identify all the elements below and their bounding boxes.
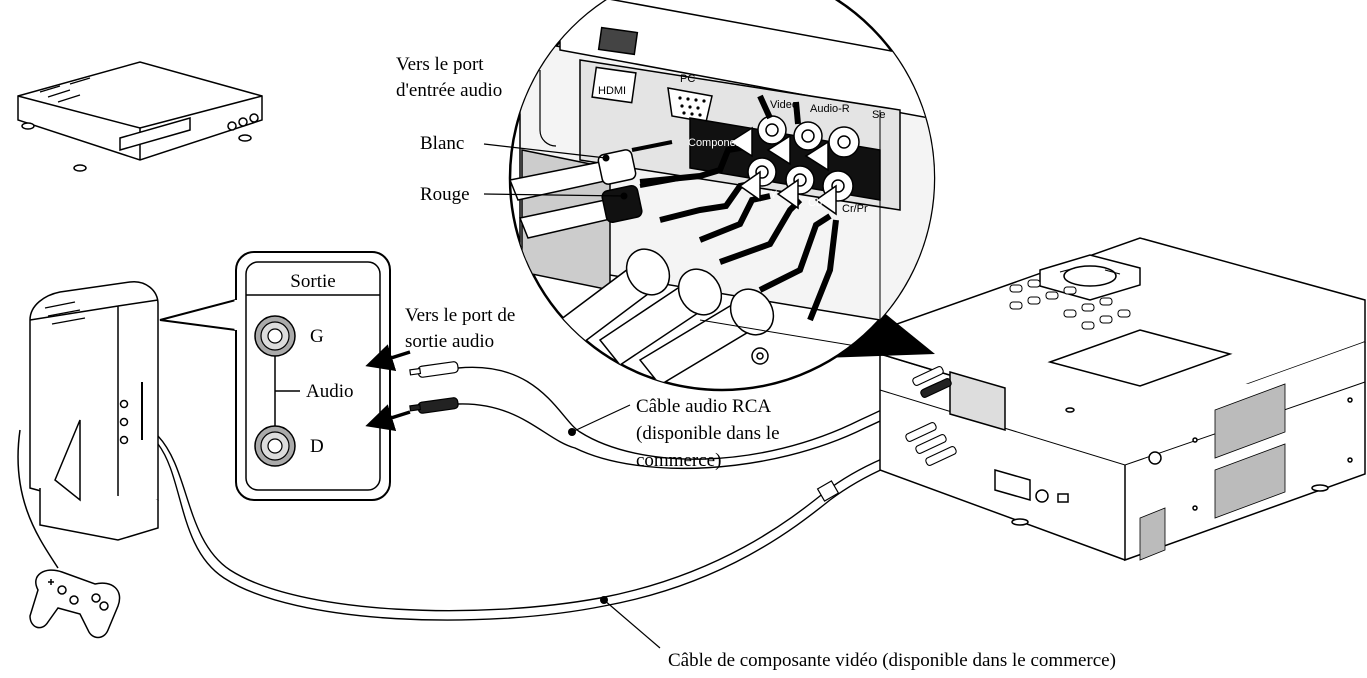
rca-cable-label-line3: commerce) <box>636 450 721 471</box>
port-label-component: Component <box>688 137 745 149</box>
output-port-label-line1: Vers le port de <box>405 305 515 326</box>
red-label: Rouge <box>420 184 470 205</box>
right-audio-jack-icon <box>254 425 296 467</box>
arrow-to-right-output <box>365 404 411 432</box>
port-label-pc: PC <box>680 73 695 85</box>
port-label-cr: Cr/Pr <box>842 203 868 215</box>
port-label-audio-r: Audio-R <box>810 103 850 115</box>
audio-output-callout: Sortie G D Audio <box>159 251 391 501</box>
port-label-video: Video <box>770 99 798 111</box>
right-channel-label: D <box>310 436 324 457</box>
port-label-service: Se <box>872 109 885 121</box>
rca-plug-red-icon <box>409 397 459 414</box>
game-console-icon <box>29 281 159 541</box>
projector-icon <box>879 237 1366 562</box>
input-port-label-line1: Vers le port <box>396 54 484 75</box>
audio-label: Audio <box>306 381 354 402</box>
rca-cable-label-line2: (disponible dans le <box>636 423 780 444</box>
output-port-label-line2: sortie audio <box>405 331 494 352</box>
component-video-cable <box>157 434 956 621</box>
input-port-label-line2: d'entrée audio <box>396 80 502 101</box>
white-leader-line <box>483 143 607 159</box>
arrow-to-left-output <box>365 344 411 372</box>
port-label-hdmi: HDMI <box>598 85 626 97</box>
zoom-connector-panel: HDMI PC Video Audio-R Component Y Cb Cr/… <box>508 0 936 392</box>
projector-plugs-icon <box>905 366 957 466</box>
left-channel-label: G <box>310 326 324 347</box>
ferrite-core-icon <box>816 480 840 502</box>
dvd-player-icon <box>17 61 263 172</box>
component-cable-label: Câble de composante vidéo (disponible da… <box>668 650 1116 671</box>
output-title: Sortie <box>290 271 335 292</box>
port-label-y: Y <box>770 189 778 201</box>
left-audio-jack-icon <box>254 315 296 357</box>
port-label-cb: Cb <box>808 197 822 209</box>
rca-cable-label-line1: Câble audio RCA <box>636 396 771 417</box>
gamepad-icon <box>29 569 121 639</box>
rca-plug-white-icon <box>409 361 459 378</box>
red-leader-line <box>483 193 625 197</box>
white-label: Blanc <box>420 133 464 154</box>
controller-cable <box>17 429 59 569</box>
